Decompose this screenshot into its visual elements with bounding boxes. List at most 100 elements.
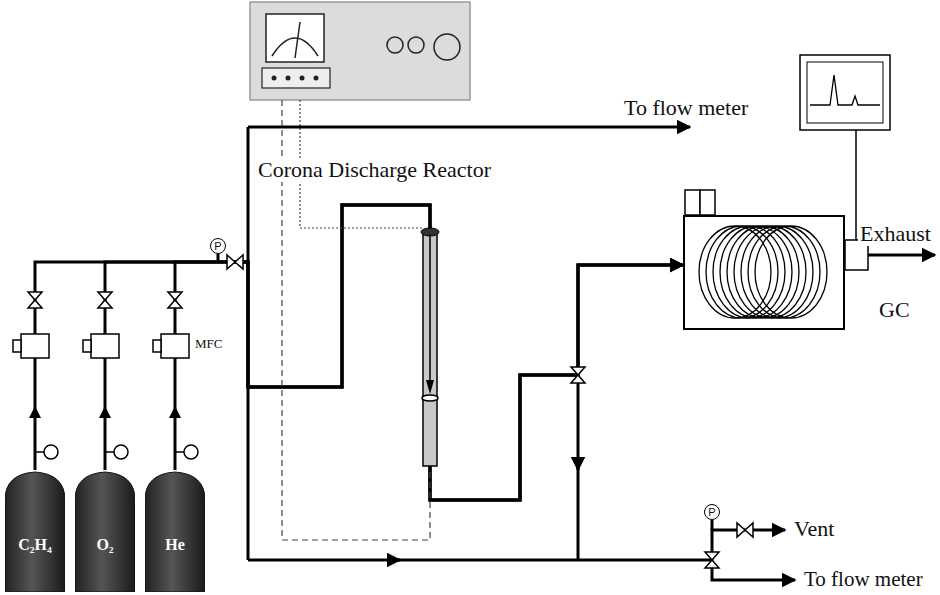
gc-unit (685, 190, 700, 215)
mass-flow-controller (13, 340, 21, 352)
gas-cylinder: O₂ (75, 470, 135, 592)
regulator (35, 451, 44, 453)
corona-reactor (423, 232, 437, 466)
reactor-label: Corona Discharge Reactor (256, 158, 493, 182)
outlet-label: To flow meter (802, 568, 925, 591)
cylinder-body (75, 472, 135, 592)
outlet-label: To flow meter (622, 96, 750, 120)
gc-column-coil (734, 226, 806, 318)
flow-arrow (29, 406, 41, 418)
gas-chromatograph: GC (683, 215, 845, 330)
gauge-letter: P (214, 241, 221, 252)
instrument-name: GC (879, 297, 910, 323)
power-supply (286, 76, 291, 81)
pressure-gauge: P (210, 238, 226, 254)
valve-symbol (737, 523, 753, 537)
piping (868, 254, 935, 257)
flow-arrow (169, 406, 181, 418)
power-supply (262, 68, 330, 88)
gas-flow-line (105, 205, 683, 500)
gas-flow-line (35, 205, 683, 500)
power-supply (250, 2, 470, 100)
piping (396, 559, 712, 562)
regulator (44, 445, 58, 459)
gas-cylinder: C₂H₄ (5, 470, 65, 592)
valve-symbol (571, 367, 585, 383)
cylinder-shape (75, 470, 135, 592)
mass-flow-controller (91, 334, 119, 358)
piping (248, 126, 690, 129)
gc-column-coil (741, 226, 813, 318)
outlet-label: Exhaust (858, 222, 933, 246)
power-supply (387, 37, 403, 53)
valve-symbol (98, 292, 112, 308)
cylinder-body (145, 472, 205, 592)
gas-cylinder: He (145, 470, 205, 592)
mass-flow-controller (153, 340, 161, 352)
valve-symbol (168, 292, 182, 308)
power-supply (434, 34, 460, 60)
piping (712, 560, 795, 580)
outlet-label: Vent (792, 517, 836, 541)
mass-flow-controller (21, 334, 49, 358)
pressure-gauge: P (704, 504, 720, 520)
gauge-letter: P (708, 507, 715, 518)
gc-column-coil (720, 226, 792, 318)
piping (247, 127, 250, 560)
regulator (175, 451, 184, 453)
regulator (105, 451, 114, 453)
power-supply (408, 37, 424, 53)
regulator (184, 445, 198, 459)
valve-symbol (28, 292, 42, 308)
valve-symbol (28, 255, 753, 568)
piping (577, 466, 580, 560)
valve-symbol (705, 552, 719, 568)
power-supply (272, 76, 277, 81)
piping (217, 254, 220, 262)
mass-flow-controller (83, 340, 91, 352)
gc-column-coil (755, 226, 827, 318)
cylinder-body (5, 472, 65, 592)
gas-name: O₂ (96, 536, 113, 554)
regulator (35, 445, 198, 459)
recorder-screen (807, 62, 883, 123)
gc-column-coil (699, 226, 771, 318)
gc-column-coil (713, 226, 785, 318)
corona-reactor (426, 380, 434, 394)
valve-symbol (227, 255, 243, 269)
piping (218, 127, 935, 580)
gc-column-coil (699, 226, 827, 318)
corona-reactor (422, 395, 438, 401)
flow-arrow (29, 406, 181, 418)
piping (711, 520, 714, 530)
flow-arrow (99, 406, 111, 418)
cylinder-shape (145, 470, 205, 592)
recorder-screen (810, 75, 880, 105)
recorder-screen (800, 55, 890, 240)
piping (577, 375, 580, 470)
piping (248, 559, 400, 562)
regulator (114, 445, 128, 459)
power-supply (266, 14, 324, 62)
mass-flow-controller (13, 334, 189, 358)
gc-column-coil (706, 226, 778, 318)
power-supply (314, 76, 319, 81)
cylinder-shape (5, 470, 65, 592)
gas-name: He (165, 536, 185, 554)
recorder-screen (800, 55, 890, 130)
gc-column-coil (727, 226, 799, 318)
mass-flow-controller (161, 334, 189, 358)
piping (712, 530, 785, 560)
gas-name: C₂H₄ (18, 536, 52, 554)
recorder-screen (855, 130, 857, 240)
component-label: MFC (193, 337, 224, 351)
corona-reactor (421, 228, 439, 466)
power-supply (300, 76, 305, 81)
gc-unit (700, 190, 715, 215)
power-supply (250, 2, 470, 100)
gc-column-coil (748, 226, 820, 318)
gas-flow-line (175, 205, 683, 500)
corona-reactor (429, 234, 431, 386)
